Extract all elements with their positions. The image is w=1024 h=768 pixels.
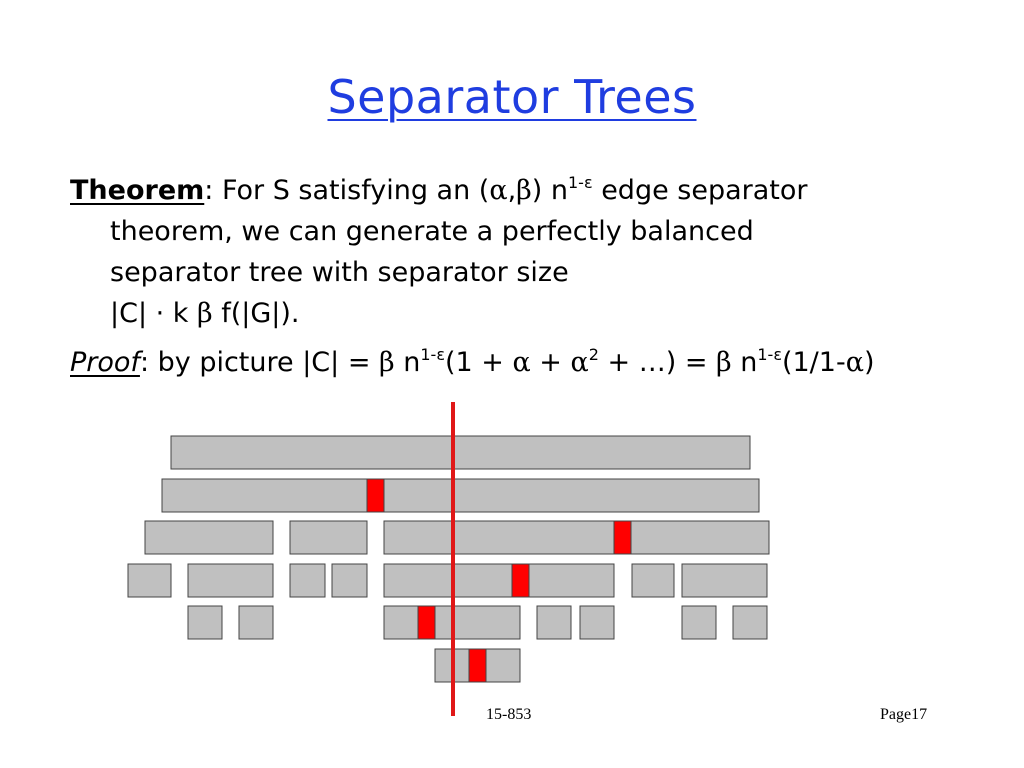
tree-node bbox=[289, 520, 368, 555]
tree-node bbox=[383, 520, 770, 555]
theorem-line-4a: |C| · k bbox=[110, 298, 198, 329]
footer-page-number: Page17 bbox=[880, 706, 928, 723]
beta-symbol: β bbox=[716, 347, 732, 378]
alpha-symbol: α bbox=[512, 347, 531, 378]
proof-text-2: (1 + bbox=[444, 347, 513, 378]
page-title: Separator Trees bbox=[327, 70, 697, 124]
tree-node bbox=[331, 563, 368, 598]
tree-node bbox=[732, 605, 768, 640]
footer-course: 15-853 bbox=[486, 706, 532, 723]
theorem-label: Theorem bbox=[70, 175, 205, 206]
comma: , bbox=[507, 175, 517, 206]
theorem-line-3: separator tree with separator size bbox=[110, 257, 569, 288]
tree-node bbox=[383, 563, 615, 598]
proof-paragraph: Proof: by picture |C| = β n1-ε(1 + α + α… bbox=[70, 342, 874, 383]
theorem-line-4b: f(|G|). bbox=[212, 298, 300, 329]
tree-node bbox=[127, 563, 172, 598]
square-exponent: 2 bbox=[588, 345, 599, 364]
tree-node bbox=[170, 435, 751, 470]
alpha-symbol: α bbox=[845, 347, 864, 378]
tree-node bbox=[579, 605, 615, 640]
tree-node bbox=[681, 563, 768, 598]
theorem-text-3: edge separator bbox=[592, 175, 808, 206]
tree-node bbox=[238, 605, 274, 640]
tree-node bbox=[161, 478, 760, 513]
separator-block bbox=[417, 605, 436, 640]
tree-node bbox=[631, 563, 675, 598]
theorem-exponent: 1-ε bbox=[568, 173, 593, 192]
alpha-symbol: α bbox=[570, 347, 589, 378]
proof-n: n bbox=[394, 347, 421, 378]
proof-text-3: + bbox=[530, 347, 571, 378]
theorem-text-1: : For S satisfying an ( bbox=[204, 175, 490, 206]
separator-block bbox=[468, 648, 487, 683]
tree-node bbox=[536, 605, 572, 640]
proof-label: Proof bbox=[70, 347, 140, 378]
separator-block bbox=[613, 520, 632, 555]
proof-text-4: + …) = bbox=[598, 347, 717, 378]
theorem-line-2: theorem, we can generate a perfectly bal… bbox=[110, 216, 754, 247]
beta-symbol: β bbox=[197, 298, 213, 329]
theorem-paragraph: Theorem: For S satisfying an (α,β) n1-ε … bbox=[70, 170, 970, 334]
beta-symbol: β bbox=[516, 175, 532, 206]
tree-node bbox=[289, 563, 326, 598]
tree-node bbox=[187, 563, 274, 598]
separator-block bbox=[511, 563, 530, 598]
tree-node bbox=[187, 605, 223, 640]
separator-block bbox=[366, 478, 385, 513]
alpha-symbol: α bbox=[489, 175, 508, 206]
proof-exponent: 1-ε bbox=[757, 345, 782, 364]
proof-text-6: ) bbox=[863, 347, 875, 378]
theorem-text-2: ) n bbox=[531, 175, 568, 206]
proof-n: n bbox=[731, 347, 758, 378]
proof-text-1: : by picture |C| = bbox=[139, 347, 380, 378]
theorem-line-4: |C| · k β f(|G|). bbox=[70, 293, 970, 334]
tree-node bbox=[681, 605, 717, 640]
proof-exponent: 1-ε bbox=[420, 345, 445, 364]
tree-node bbox=[144, 520, 274, 555]
proof-text-5: (1/1- bbox=[781, 347, 846, 378]
beta-symbol: β bbox=[379, 347, 395, 378]
